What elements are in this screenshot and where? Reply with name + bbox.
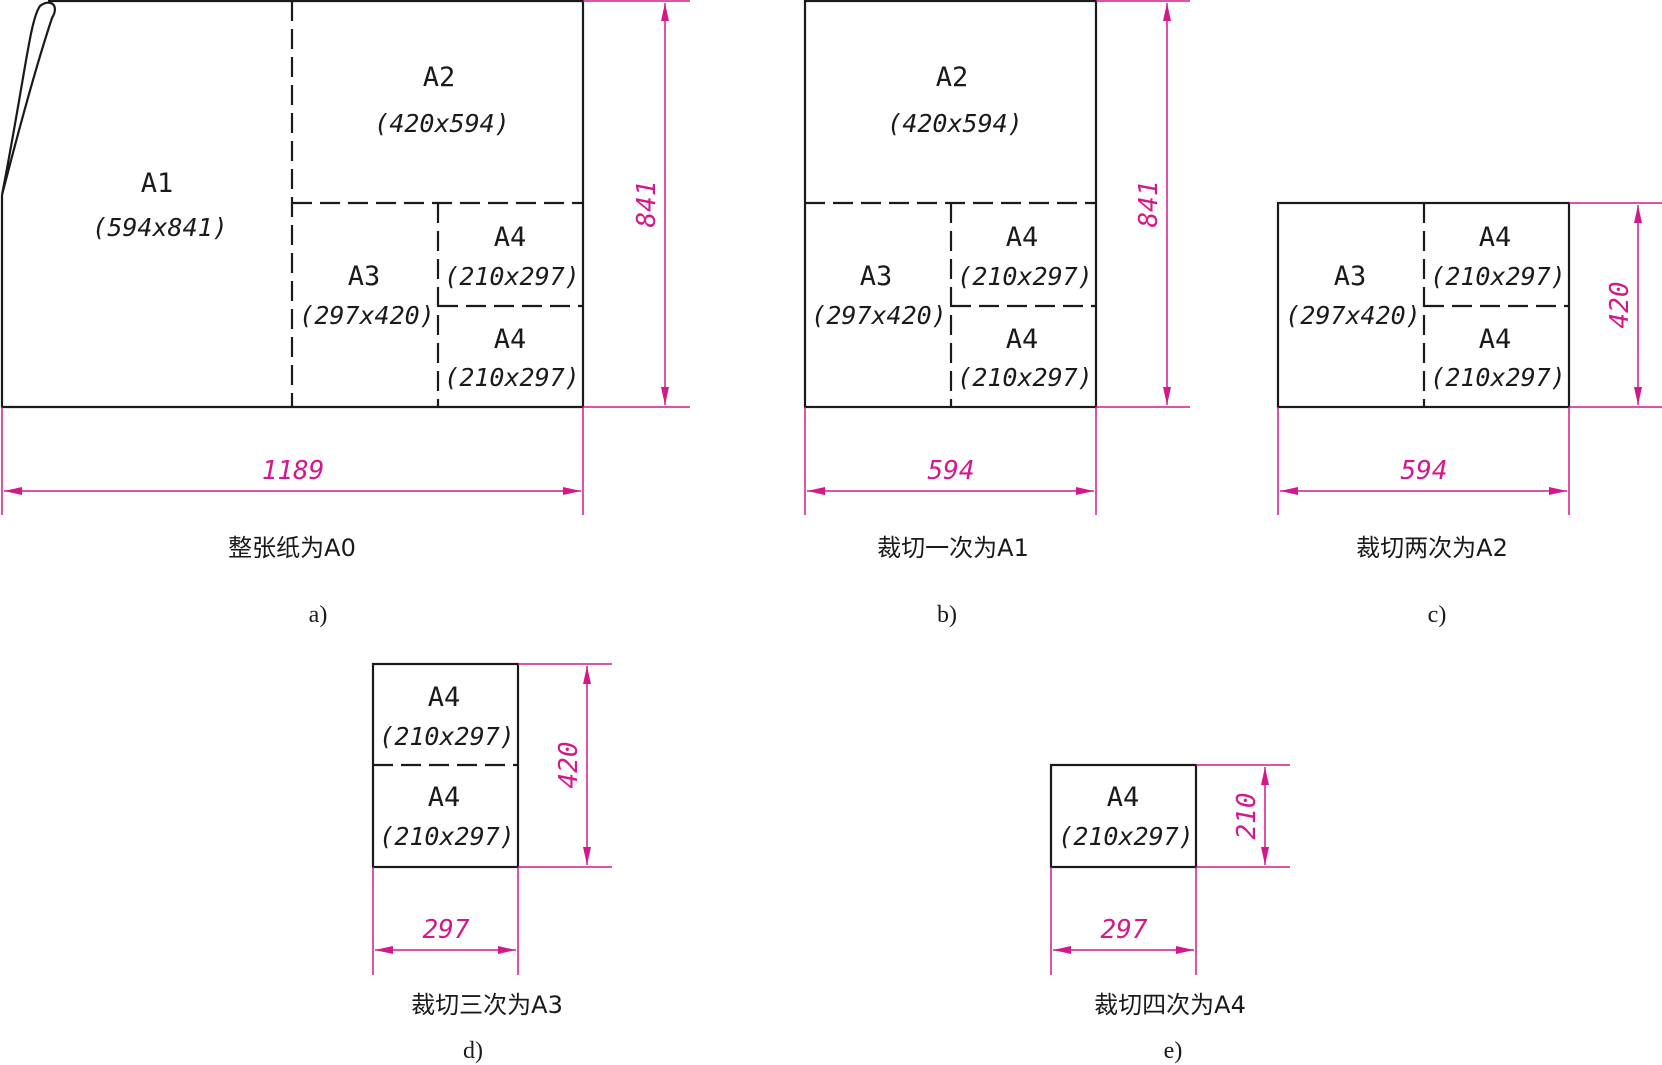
dimension-width: 1189 <box>262 456 325 486</box>
dimension-height: 420 <box>554 742 584 789</box>
sheet-label-a4: A4 <box>1107 782 1140 813</box>
sheet-label-a4: A4 <box>428 782 461 813</box>
sheet-size-a4: (210x297) <box>379 722 514 751</box>
sheet-size-a3: (297x420) <box>1285 301 1420 330</box>
sheet-size-a4: (210x297) <box>379 822 514 851</box>
panel-label: b) <box>937 602 957 628</box>
panel-e: A4 (210x297) 210 297 裁切四次为A4 e) <box>1049 763 1290 1064</box>
sheet-label-a3: A3 <box>1334 261 1367 292</box>
panel-label: a) <box>309 602 328 628</box>
panel-caption: 裁切四次为A4 <box>1094 991 1246 1019</box>
panel-c: A3 (297x420) A4 (210x297) A4 (210x297) 4… <box>1276 201 1662 628</box>
sheet-label-a2: A2 <box>936 62 969 93</box>
sheet-label-a4: A4 <box>428 682 461 713</box>
sheet-size-a3: (297x420) <box>811 301 946 330</box>
sheet-label-a4: A4 <box>1479 222 1512 253</box>
sheet-size-a4: (210x297) <box>957 363 1092 392</box>
sheet-size-a3: (297x420) <box>299 301 434 330</box>
dimension-width: 594 <box>928 456 975 486</box>
sheet-size-a1: (594x841) <box>92 213 227 242</box>
sheet-size-a4: (210x297) <box>957 262 1092 291</box>
sheet-size-a4: (210x297) <box>444 363 579 392</box>
panel-b: A2 (420x594) A3 (297x420) A4 (210x297) A… <box>803 0 1190 628</box>
dimension-width: 297 <box>1101 915 1148 945</box>
panel-caption: 裁切三次为A3 <box>411 991 563 1019</box>
panel-caption: 裁切两次为A2 <box>1356 534 1508 562</box>
panel-label: c) <box>1428 602 1447 628</box>
sheet-a4-outline <box>1049 763 1198 869</box>
sheet-label-a4: A4 <box>494 222 527 253</box>
sheet-label-a4: A4 <box>1006 222 1039 253</box>
panel-caption: 整张纸为A0 <box>228 534 356 562</box>
panel-caption: 裁切一次为A1 <box>877 534 1029 562</box>
sheet-size-a4: (210x297) <box>1430 262 1565 291</box>
sheet-label-a2: A2 <box>423 62 456 93</box>
dimension-height: 420 <box>1605 282 1635 329</box>
sheet-size-a2: (420x594) <box>374 109 509 138</box>
sheet-label-a4: A4 <box>494 324 527 355</box>
panel-a: A1 (594x841) A2 (420x594) A3 (297x420) A… <box>0 0 690 628</box>
sheet-label-a4: A4 <box>1479 324 1512 355</box>
dimension-width: 297 <box>423 915 470 945</box>
sheet-size-a4: (210x297) <box>1430 363 1565 392</box>
dimension-height: 841 <box>1134 181 1164 228</box>
panel-label: e) <box>1164 1038 1183 1064</box>
panel-d: A4 (210x297) A4 (210x297) 420 297 裁切三次为A… <box>371 662 612 1064</box>
panel-label: d) <box>463 1038 483 1064</box>
dimension-height: 210 <box>1232 793 1262 840</box>
page-curl-icon <box>0 1 56 196</box>
dimension-height: 841 <box>632 181 662 228</box>
sheet-size-a4: (210x297) <box>444 262 579 291</box>
sheet-size-a4: (210x297) <box>1058 822 1193 851</box>
sheet-label-a4: A4 <box>1006 324 1039 355</box>
sheet-label-a3: A3 <box>348 261 381 292</box>
sheet-label-a3: A3 <box>860 261 893 292</box>
sheet-size-a2: (420x594) <box>887 109 1022 138</box>
dimension-width: 594 <box>1401 456 1448 486</box>
sheet-label-a1: A1 <box>141 168 174 199</box>
